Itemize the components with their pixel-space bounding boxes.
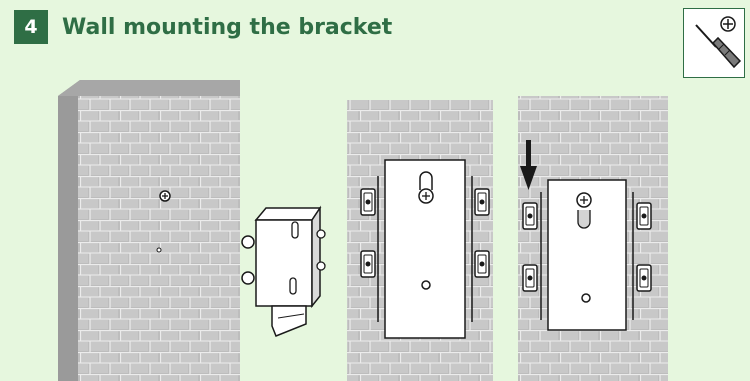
step-number-badge: 4 — [14, 10, 48, 44]
arrow-down-icon — [520, 140, 537, 190]
step-title: Wall mounting the bracket — [62, 14, 393, 40]
phillips-screwdriver-icon — [695, 16, 742, 69]
tool-required-box — [683, 8, 745, 78]
bracket-slide-down — [518, 96, 668, 381]
wall-with-drilled-holes — [58, 80, 240, 381]
bracket-mounted-on-wall — [347, 100, 493, 381]
bracket-perspective — [241, 205, 326, 337]
step-number: 4 — [24, 16, 38, 38]
